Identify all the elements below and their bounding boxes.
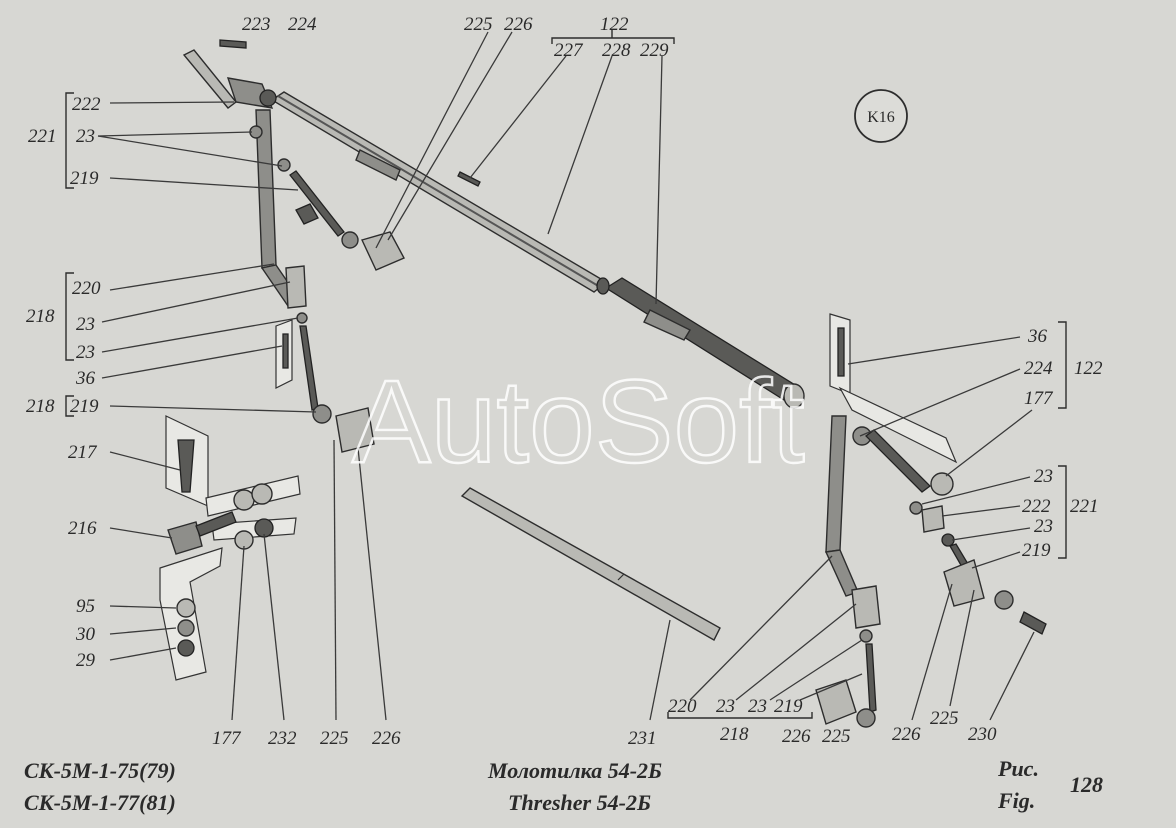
part-label: 230 (968, 724, 997, 745)
part-label: 226 (782, 726, 811, 747)
title-english: Thresher 54-2Б (508, 790, 651, 815)
part-label: 219 (70, 168, 99, 189)
part-label: 224 (1024, 358, 1053, 379)
part-label: 221 (1070, 496, 1099, 517)
group-brackets (65, 30, 1067, 719)
part-label: 29 (76, 650, 96, 671)
part-label: 231 (628, 728, 657, 749)
figure-label-english: Fig. (997, 788, 1035, 813)
part-label: 223 (242, 14, 271, 35)
part-label: 177 (1024, 388, 1054, 409)
part-label: 227 (554, 40, 584, 61)
part-label: 177 (212, 728, 242, 749)
part-label: 225 (822, 726, 851, 747)
lever-assembly-right (815, 313, 1047, 728)
part-label: 220 (72, 278, 101, 299)
callout-k16: K16 (854, 89, 908, 143)
part-label: 225 (464, 14, 493, 35)
part-label: 222 (1022, 496, 1051, 517)
part-label: 95 (76, 596, 95, 617)
part-labels: 223 224 225 226 122 227 228 229 221 222 … (26, 14, 1103, 749)
part-label: 219 (1022, 540, 1051, 561)
part-label: 36 (75, 368, 96, 389)
main-shaft (270, 91, 805, 409)
rod-231 (460, 487, 721, 641)
watermark: AutoSoft (352, 356, 805, 488)
footer: СК-5М-1-75(79) СК-5М-1-77(81) Молотилка … (24, 756, 1103, 815)
part-label: 218 (720, 724, 749, 745)
part-label: 217 (68, 442, 98, 463)
part-label: 30 (75, 624, 96, 645)
bracket-assembly (159, 415, 301, 681)
part-label: 23 (76, 126, 95, 147)
part-label: 228 (602, 40, 631, 61)
part-label: 229 (640, 40, 669, 61)
part-label: 216 (68, 518, 97, 539)
model-line-2: СК-5М-1-77(81) (24, 790, 176, 815)
part-label: 226 (504, 14, 533, 35)
title-russian: Молотилка 54-2Б (487, 758, 662, 783)
part-label: 224 (288, 14, 317, 35)
part-label: 219 (774, 696, 803, 717)
part-label: 23 (76, 342, 95, 363)
part-label: 222 (72, 94, 101, 115)
figure-number: 128 (1070, 772, 1103, 797)
part-label: 225 (320, 728, 349, 749)
part-label: 23 (1034, 466, 1053, 487)
part-label: 23 (748, 696, 767, 717)
model-line-1: СК-5М-1-75(79) (24, 758, 176, 783)
part-label: 226 (372, 728, 401, 749)
part-label: 225 (930, 708, 959, 729)
part-label: 23 (76, 314, 95, 335)
part-label: 221 (28, 126, 57, 147)
part-label: 232 (268, 728, 297, 749)
part-label: 218 (26, 306, 55, 327)
leader-lines (97, 31, 1035, 721)
part-label: 219 (70, 396, 99, 417)
part-label: 218 (26, 396, 55, 417)
part-label: 122 (1074, 358, 1103, 379)
callout-label: K16 (867, 109, 895, 126)
part-label: 23 (716, 696, 735, 717)
part-label: 122 (600, 14, 629, 35)
figure-label-russian: Рис. (997, 756, 1039, 781)
part-label: 220 (668, 696, 697, 717)
part-label: 226 (892, 724, 921, 745)
part-label: 23 (1034, 516, 1053, 537)
lever-assembly-left (182, 39, 481, 453)
part-label: 36 (1027, 326, 1048, 347)
